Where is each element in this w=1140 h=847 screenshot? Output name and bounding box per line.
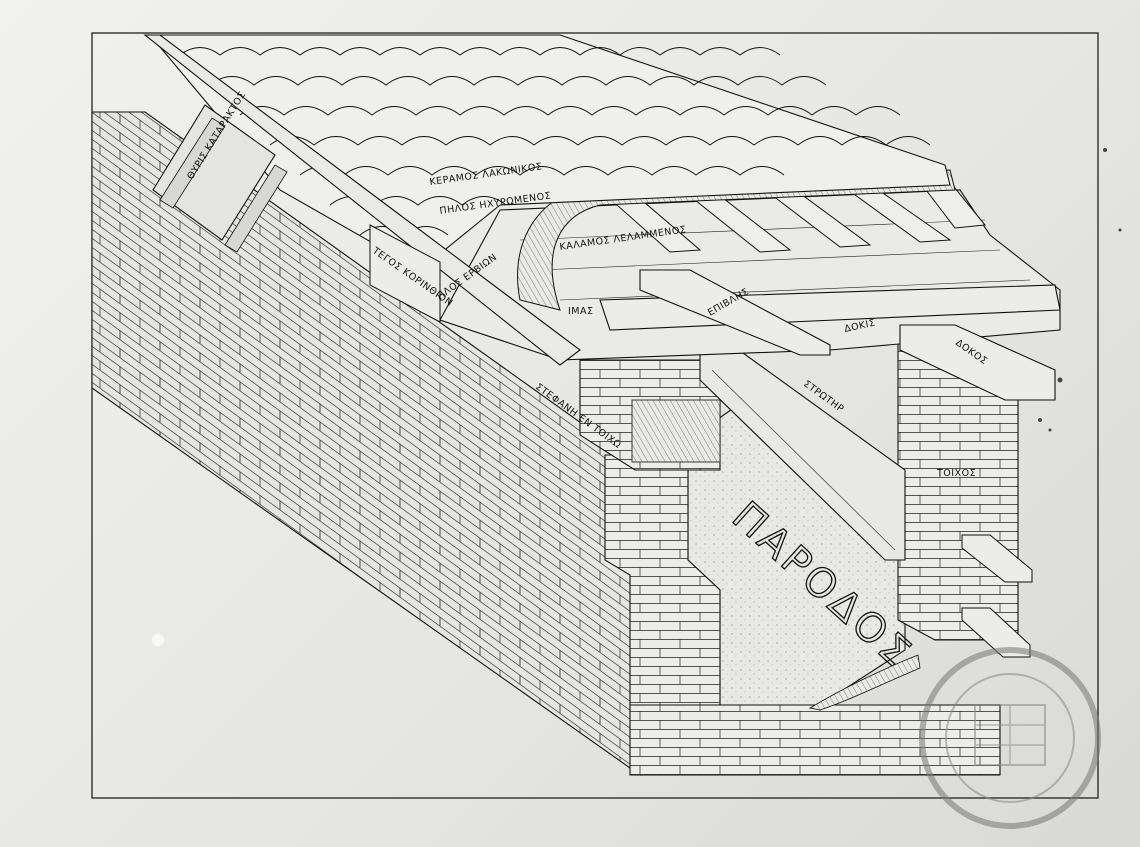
epibole-beam: [639, 269, 831, 356]
label-beams-small: ΙΜΑΣ: [568, 306, 594, 317]
label-toichos: ΤΟΙΧΟΣ: [936, 468, 976, 479]
floor-break: [808, 654, 921, 711]
dokos-beam: [899, 324, 1056, 401]
drawing-frame: [91, 32, 1099, 799]
shutter-window: [152, 104, 288, 253]
corinthian-cornice: [369, 224, 441, 323]
institution-seal: [919, 647, 1101, 829]
rafters: [598, 181, 986, 253]
pier-beam-lower: [961, 607, 1031, 658]
pier-beam-upper: [961, 534, 1033, 583]
tile-rows: [179, 47, 931, 236]
front-low-wall: [629, 704, 1001, 776]
roof-deck: [439, 189, 1061, 361]
front-pier: [604, 454, 721, 706]
block-hatch: [631, 399, 721, 463]
roof-tiles: [148, 34, 951, 271]
plate-spots: [152, 148, 1122, 646]
